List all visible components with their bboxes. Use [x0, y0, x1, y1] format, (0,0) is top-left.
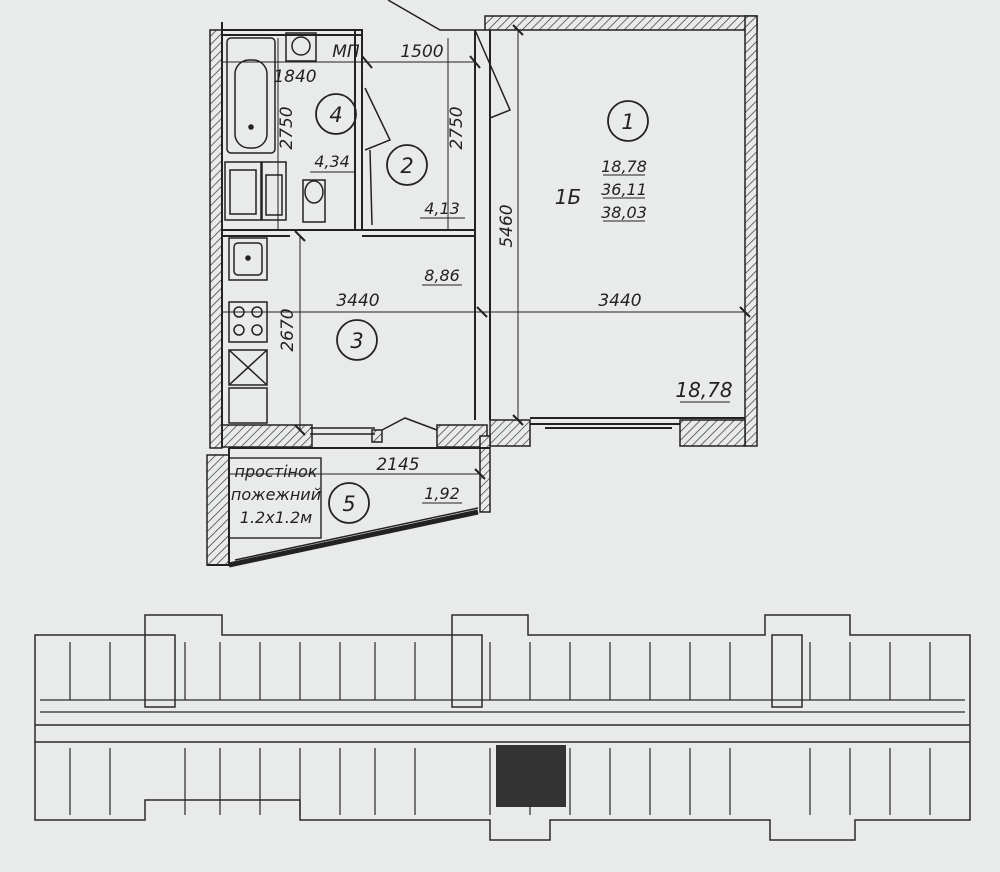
dim-kitchen-depth: 2670: [278, 308, 298, 351]
fire-wall-label-1: простінок: [235, 462, 318, 481]
dim-room-depth: 5460: [497, 204, 517, 247]
dim-kitchen-width: 3440: [336, 291, 379, 311]
fixtures: [224, 32, 326, 424]
key-plan-partitions: [40, 642, 965, 815]
room-2-number: 2: [400, 154, 413, 178]
fire-wall-size: 1.2x1.2м: [240, 508, 312, 527]
dim-room-width: 3440: [598, 291, 641, 311]
room-5-area: 1,92: [424, 484, 460, 503]
room-1-number: 1: [621, 110, 634, 134]
doors: [310, 0, 511, 435]
apartment-plan: [206, 0, 758, 568]
room-1-area: 18,78: [675, 378, 732, 402]
dim-hall-width: 1500: [400, 42, 443, 62]
dim-bath-width: 1840: [273, 67, 316, 87]
fire-wall-label-2: пожежний: [231, 485, 321, 504]
room-3-area: 8,86: [424, 266, 460, 285]
hatched-walls: [206, 15, 758, 566]
highlighted-apartment: [496, 745, 566, 807]
room-markers: [315, 93, 649, 524]
room-2-area: 4,13: [424, 199, 460, 218]
total-area-with-balcony: 38,03: [601, 203, 647, 222]
dim-balcony-width: 2145: [376, 455, 419, 475]
dimension-lines: [222, 24, 751, 504]
mp-label: МП: [332, 42, 360, 62]
room-3-number: 3: [350, 329, 363, 353]
dim-bath-depth: 2750: [277, 106, 297, 149]
total-area: 36,11: [601, 180, 647, 199]
dim-hall-depth: 2750: [447, 106, 467, 149]
room-4-number: 4: [329, 103, 342, 127]
room-4-area: 4,34: [314, 152, 350, 171]
interior-walls: [207, 22, 745, 566]
living-area: 18,78: [601, 157, 647, 176]
room-5-number: 5: [342, 492, 355, 516]
balcony: [228, 447, 490, 568]
apartment-type: 1Б: [555, 185, 581, 209]
